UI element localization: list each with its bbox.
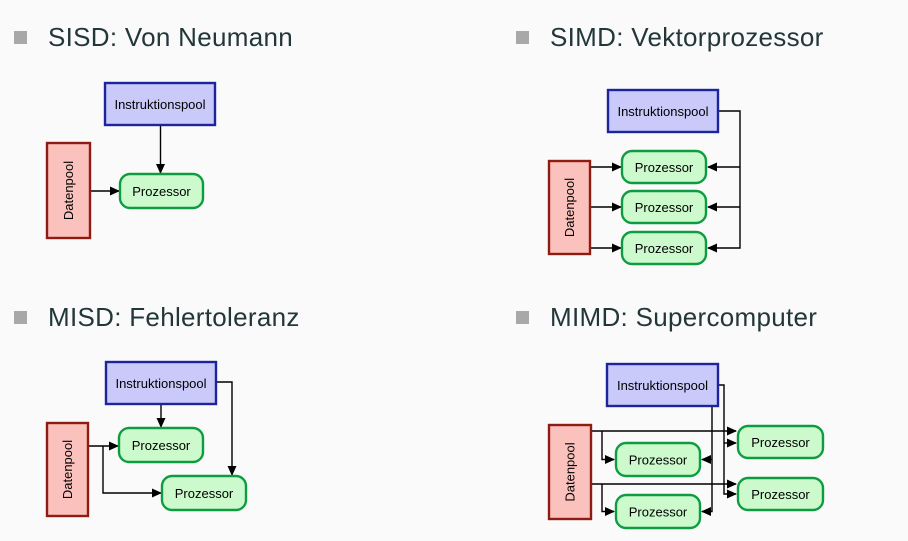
square-bullet-icon: [14, 310, 27, 324]
simd-processor1-box: [620, 149, 708, 185]
section-title-simd: SIMD: Vektorprozessor: [550, 21, 824, 52]
simd-instruction-pool-label: Instruktionspool: [617, 104, 708, 119]
simd-instruction-pool-box: [606, 88, 720, 134]
misd-processor1-label: Prozessor: [132, 438, 191, 453]
mimd-left-processor1-label: Prozessor: [629, 453, 688, 468]
section-header-simd: SIMD: Vektorprozessor: [516, 20, 824, 54]
section-header-sisd: SISD: Von Neumann: [14, 20, 293, 54]
misd-processor1-box: [117, 426, 205, 464]
sisd-processor-box: [118, 172, 205, 210]
mimd-instruction-left-bus-wire: [701, 406, 713, 516]
simd-processor1-label: Prozessor: [635, 160, 694, 175]
misd-instruction-pool-label: Instruktionspool: [115, 376, 206, 391]
mimd-right-processor1-box: [736, 424, 825, 460]
sisd-data-pool-label: Datenpool: [61, 161, 76, 220]
square-bullet-icon: [14, 30, 27, 44]
mimd-left-processor1-box: [614, 441, 702, 478]
mimd-left-processor2-box: [614, 493, 702, 530]
mimd-data-to-left-processor1-wire: [601, 431, 615, 464]
section-title-mimd: MIMD: Supercomputer: [550, 301, 818, 332]
mimd-instruction-pool-box: [605, 362, 720, 408]
mimd-right-processor2-box: [736, 476, 825, 512]
simd-processor2-label: Prozessor: [635, 200, 694, 215]
section-header-mimd: MIMD: Supercomputer: [516, 300, 817, 334]
section-title-misd: MISD: Fehlertoleranz: [48, 301, 300, 332]
simd-data-pool-label: Datenpool: [562, 178, 577, 237]
square-bullet-icon: [516, 30, 529, 44]
section-title-sisd: SISD: Von Neumann: [48, 21, 294, 52]
sisd-processor-label: Prozessor: [132, 184, 191, 199]
misd-diagram: Instruktionspool Datenpool Prozessor Pro…: [45, 360, 248, 518]
sisd-instruction-pool-label: Instruktionspool: [114, 97, 205, 112]
mimd-right-processor1-label: Prozessor: [751, 435, 810, 450]
simd-processor2-box: [620, 189, 708, 225]
simd-processor3-label: Prozessor: [635, 241, 694, 256]
sisd-diagram: Instruktionspool Datenpool Prozessor: [45, 81, 217, 240]
misd-data-to-processor2-wire: [102, 446, 162, 498]
misd-instruction-to-processor2-wire: [216, 381, 237, 476]
simd-processor3-box: [620, 230, 708, 266]
section-header-misd: MISD: Fehlertoleranz: [14, 300, 300, 334]
mimd-diagram: Instruktionspool Datenpool Prozessor Pro…: [547, 362, 825, 530]
sisd-instruction-pool-box: [103, 81, 217, 127]
sisd-data-pool-box: [45, 141, 92, 240]
misd-processor2-box: [160, 474, 248, 512]
misd-data-pool-label: Datenpool: [60, 440, 75, 499]
simd-data-pool-box: [547, 159, 592, 256]
misd-data-pool-box: [45, 421, 90, 518]
mimd-data-pool-label: Datenpool: [563, 442, 578, 501]
misd-processor2-label: Prozessor: [175, 486, 234, 501]
mimd-instruction-right-bus-wire: [718, 384, 737, 499]
misd-instruction-pool-box: [104, 360, 218, 406]
simd-diagram: Instruktionspool Datenpool Prozessor Pro…: [547, 88, 741, 266]
mimd-data-pool-box: [547, 423, 593, 521]
mimd-left-processor2-label: Prozessor: [629, 505, 688, 520]
square-bullet-icon: [516, 310, 529, 324]
mimd-data-to-left-processor2-wire: [601, 484, 615, 516]
mimd-right-processor2-label: Prozessor: [751, 487, 810, 502]
simd-instruction-bus-wire: [707, 110, 741, 253]
mimd-instruction-pool-label: Instruktionspool: [617, 378, 708, 393]
